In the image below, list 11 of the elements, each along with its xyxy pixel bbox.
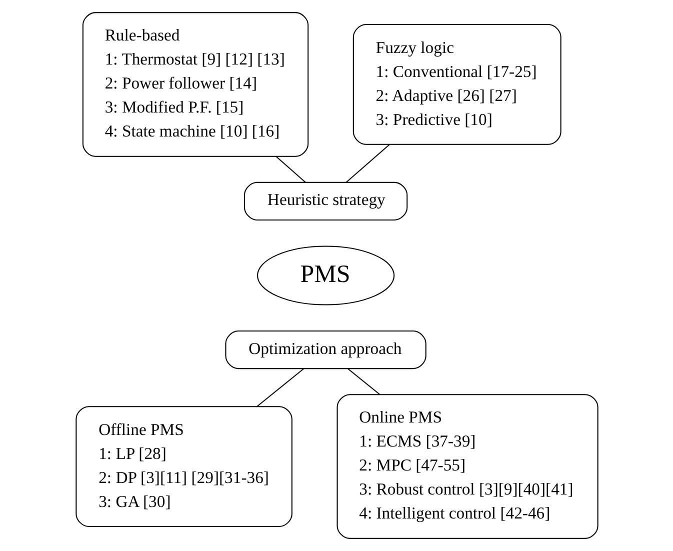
node-box: Online PMS 1: ECMS [37-39] 2: MPC [47-55] 3: Robust control [3][9][40][41] 4: Intelligent control [42-46] [336, 394, 598, 539]
connector [275, 156, 306, 183]
connector [347, 368, 380, 395]
node-box: Fuzzy logic 1: Conventional [17-25] 2: Adaptive [26] [27] 3: Predictive [10] [352, 24, 561, 145]
node-box: Optimization approach [224, 330, 426, 370]
node-ellipse: PMS [256, 246, 394, 306]
connector [256, 368, 304, 407]
connector [345, 144, 390, 183]
node-box: Rule-based 1: Thermostat [9] [12] [13] 2: Power follower [14] 3: Modified P.F. [15] 4: State machine [10] [16] [82, 12, 308, 157]
node-box: Offline PMS 1: LP [28] 2: DP [3][11] [29][31-36] 3: GA [30] [75, 406, 292, 527]
node-box: Heuristic strategy [243, 182, 408, 220]
